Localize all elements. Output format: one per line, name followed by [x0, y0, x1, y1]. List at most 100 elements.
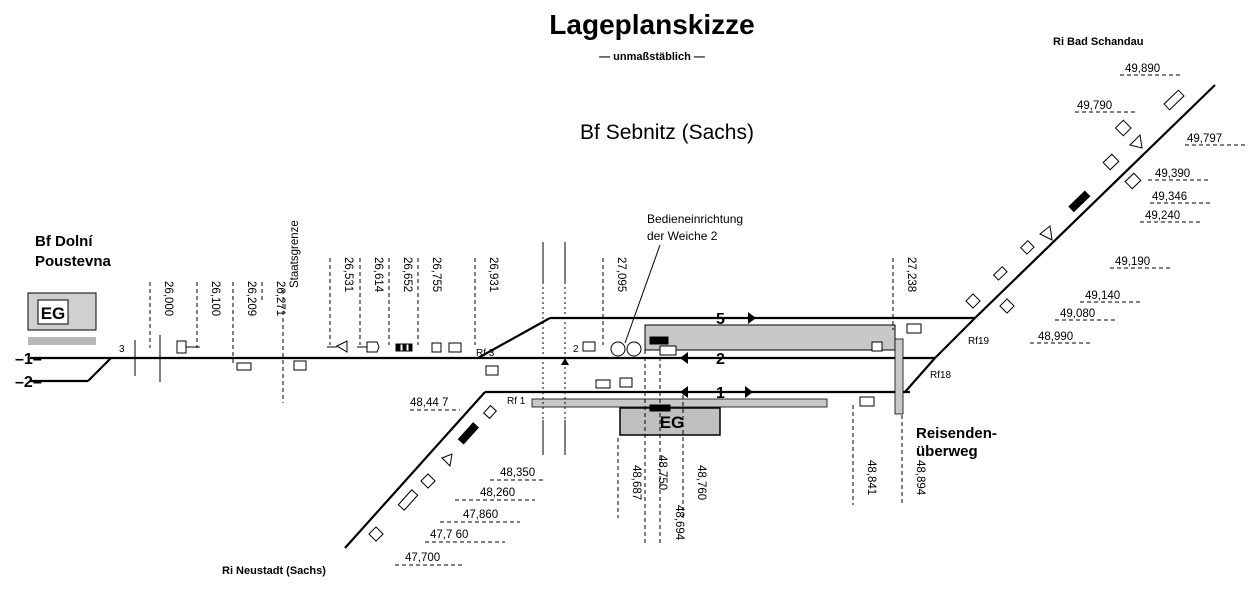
- signal-ne-9: [965, 293, 1015, 314]
- track-2-switch: [87, 357, 112, 382]
- switch-2-marker: [561, 358, 569, 365]
- km-47760: 47,7 60: [430, 529, 468, 541]
- km-48687: 48,687: [630, 465, 642, 500]
- signal-ne-1: [1163, 89, 1185, 111]
- operator-panel-note-line2: der Weiche 2: [647, 229, 718, 243]
- signal-ne-3: [1129, 133, 1143, 149]
- neighbor-station-line1: Bf Dolní: [35, 233, 93, 250]
- km-27095: 27,095: [615, 257, 627, 292]
- km-49240: 49,240: [1145, 210, 1180, 222]
- track-label-left-2: –2–: [15, 374, 42, 391]
- km-48260: 48,260: [480, 487, 515, 499]
- km-48990: 48,990: [1038, 331, 1073, 343]
- track-label-left-1: –1–: [15, 351, 42, 368]
- km-47700: 47,700: [405, 552, 440, 564]
- crossing-label-line2: überweg: [916, 443, 978, 460]
- direction-arrows: [561, 312, 756, 398]
- signal-ne-2: [1114, 119, 1132, 137]
- signal-26652: [395, 343, 413, 352]
- track-label-2: 2: [716, 351, 725, 368]
- signal-sw-2: [457, 422, 480, 445]
- km-bottom-group: 48,687 48,750 48,694 48,760 48,841 48,89…: [617, 350, 926, 545]
- km-26100: 26,100: [209, 281, 221, 316]
- signal-left-1: [134, 335, 161, 382]
- signal-ne-7: [1019, 225, 1053, 255]
- signal-26755: [431, 342, 442, 353]
- km-49797: 49,797: [1187, 133, 1222, 145]
- switch-label-rf19: Rf19: [968, 336, 990, 347]
- km-47860: 47,860: [463, 509, 498, 521]
- switch-label-3-left: 3: [119, 344, 125, 355]
- operator-note-leader: [624, 244, 661, 344]
- line-southwest: [344, 391, 486, 549]
- signal-26271: [293, 360, 307, 371]
- km-49140: 49,140: [1085, 290, 1120, 302]
- tracks: [30, 84, 1216, 549]
- km-sw-group: 48,44 7 48,350 48,260 47,860 47,7 60 47,…: [395, 397, 545, 566]
- neighbor-building-label: EG: [41, 304, 66, 323]
- arrow-track-5-right: [748, 312, 756, 324]
- neighbor-building: EG: [27, 292, 97, 345]
- signal-sw-5: [397, 489, 419, 511]
- arrow-track-1-left: [680, 386, 688, 398]
- km-48750: 48,750: [656, 455, 668, 490]
- switch-label-rf3: Rf 3: [476, 348, 495, 359]
- km-48841: 48,841: [865, 460, 877, 495]
- km-48760: 48,760: [695, 465, 707, 500]
- km-48894: 48,894: [914, 460, 926, 496]
- signal-mast-26100: [176, 340, 200, 354]
- signal-48841: [859, 396, 875, 407]
- signals: [134, 89, 1185, 542]
- signal-26931: [448, 342, 499, 376]
- km-49390: 49,390: [1155, 168, 1190, 180]
- signal-ne-8: [992, 265, 1008, 281]
- km-26614: 26,614: [372, 257, 384, 293]
- signal-ne-6: [1068, 190, 1091, 213]
- km-26000: 26,000: [162, 281, 174, 316]
- km-48350: 48,350: [500, 467, 535, 479]
- neighbor-station-line2: Poustevna: [35, 253, 112, 270]
- km-49190: 49,190: [1115, 256, 1150, 268]
- km-49080: 49,080: [1060, 308, 1095, 320]
- switch-label-2: 2: [573, 344, 579, 355]
- km-26652: 26,652: [401, 257, 413, 292]
- arrow-track-1-right: [745, 386, 753, 398]
- track-2-right-connection: [934, 317, 976, 359]
- arrow-track-2-left: [680, 352, 688, 364]
- track-label-1: 1: [716, 385, 725, 402]
- km-ne-group: 49,890 49,790 49,797 49,390 49,346 49,24…: [1030, 63, 1245, 344]
- crossing-walkway: [894, 338, 904, 415]
- crossing-label-line1: Reisenden-: [916, 425, 997, 442]
- km-48694: 48,694: [673, 505, 685, 541]
- signal-ne-5: [1124, 172, 1142, 190]
- signal-sw-4: [420, 473, 436, 489]
- platform-track-1: [531, 398, 828, 408]
- signal-sw-6: [368, 526, 384, 542]
- overpass: [542, 242, 566, 455]
- km-26531: 26,531: [342, 257, 354, 292]
- line-northeast: [974, 84, 1216, 319]
- track-label-5: 5: [716, 311, 725, 328]
- km-26271: 26,271: [274, 281, 286, 316]
- signal-track1-left: [595, 377, 633, 389]
- switch-label-rf1: Rf 1: [507, 396, 526, 407]
- platform-track-5: [644, 324, 896, 351]
- km-top-group: 26,000 26,100 26,209 26,271 26,531 26,61…: [149, 257, 917, 365]
- signal-box-26209: [236, 362, 252, 371]
- direction-southwest: Ri Neustadt (Sachs): [222, 565, 326, 577]
- signal-track1-bottom: [649, 404, 671, 412]
- km-48447: 48,44 7: [410, 397, 448, 409]
- operator-panel-note-line1: Bedieneinrichtung: [647, 212, 743, 226]
- diagram-title: Lageplanskizze: [549, 9, 754, 40]
- km-49890: 49,890: [1125, 63, 1160, 75]
- signal-26614: [357, 341, 380, 353]
- km-26209: 26,209: [245, 281, 257, 316]
- border-label: Staatsgrenze: [289, 220, 301, 288]
- track-5-left-connection: [477, 317, 551, 359]
- signal-27095: [582, 341, 642, 357]
- track-1-right-connection: [904, 357, 936, 393]
- station-name: Bf Sebnitz (Sachs): [580, 121, 754, 144]
- diagram-subtitle: — unmaßstäblich —: [599, 51, 705, 63]
- km-49790: 49,790: [1077, 100, 1112, 112]
